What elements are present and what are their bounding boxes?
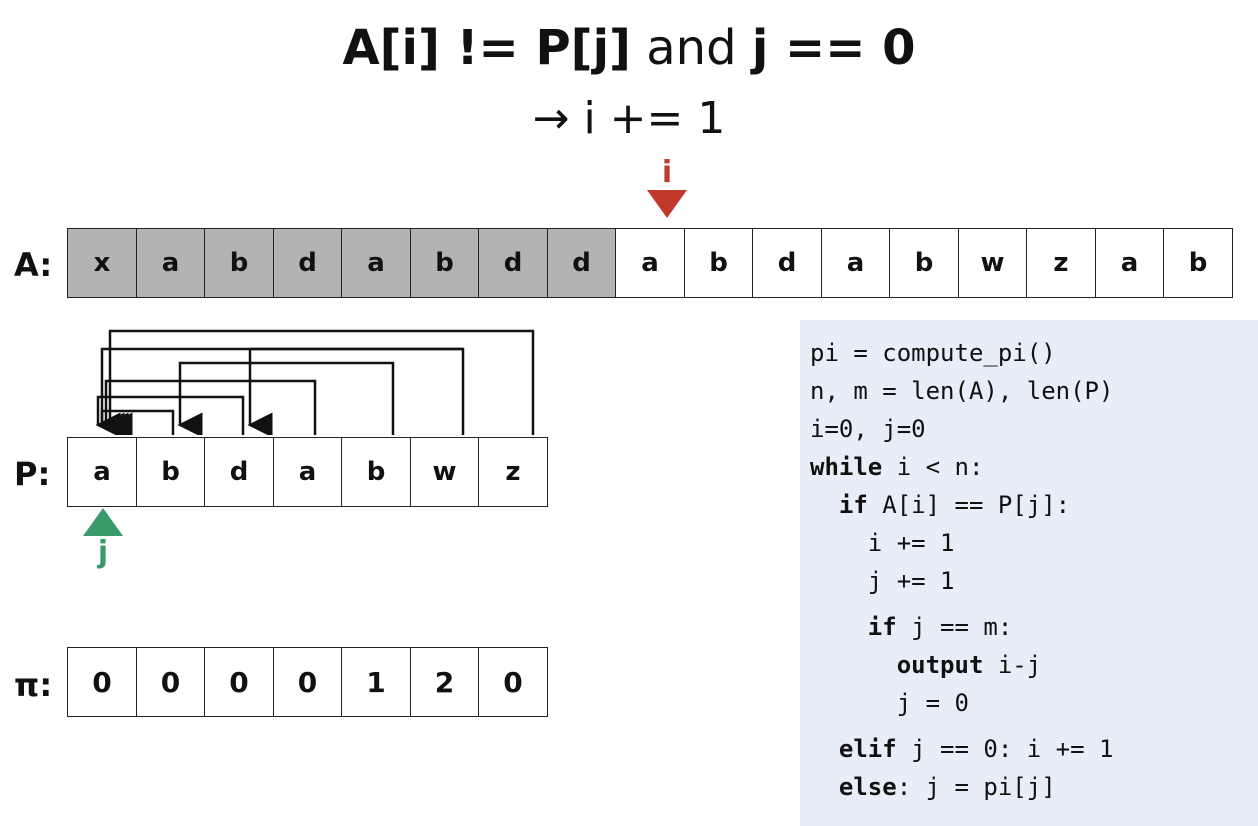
action-subtitle: → i += 1	[532, 93, 726, 144]
kmp-code-block: pi = compute_pi() n, m = len(A), len(P) i=…	[800, 320, 1258, 826]
a-array-cell: a	[1094, 228, 1165, 298]
code-line: n, m = len(A), len(P)	[810, 377, 1114, 405]
code-line: if j == m:	[867, 613, 1013, 641]
j-pointer-label: j	[97, 535, 109, 570]
a-row-label: A:	[14, 246, 53, 284]
a-array-cell: a	[615, 228, 685, 298]
a-array-cell: b	[204, 228, 274, 298]
a-array-cell: a	[341, 228, 411, 298]
p-array-cell: b	[135, 437, 206, 507]
code-line: elif j == 0: i += 1	[838, 735, 1114, 763]
pi-array-cell: 0	[204, 647, 274, 717]
a-array-cell: d	[752, 228, 822, 298]
i-pointer-arrow-icon	[647, 190, 687, 218]
a-array-cell: x	[67, 228, 137, 298]
a-array-cell: b	[409, 228, 480, 298]
pi-row-label: π:	[14, 666, 53, 704]
p-array-cell: b	[341, 437, 411, 507]
a-array-cell: b	[1163, 228, 1233, 298]
a-array-cell: d	[478, 228, 548, 298]
pi-array-cell: 0	[272, 647, 343, 717]
code-line: j = 0	[810, 689, 969, 717]
code-line: i += 1	[810, 529, 955, 557]
i-pointer-label: i	[661, 155, 673, 190]
condition-title: A[i] != P[j] and j == 0	[0, 18, 1258, 78]
pi-array-cell: 1	[341, 647, 411, 717]
pi-array-cell: 0	[478, 647, 548, 717]
code-line: else: j = pi[j]	[838, 773, 1056, 801]
a-array-cell: b	[889, 228, 959, 298]
condition-part1: A[i] != P[j]	[342, 20, 631, 76]
a-array-cell: z	[1026, 228, 1096, 298]
code-line: if A[i] == P[j]:	[838, 491, 1071, 519]
j-pointer: j	[78, 508, 128, 570]
link-z	[107, 329, 535, 435]
a-array-cell: a	[135, 228, 206, 298]
link-d	[95, 395, 245, 435]
link-b1	[100, 409, 175, 435]
code-line: i=0, j=0	[810, 415, 926, 443]
a-array-cell: b	[683, 228, 754, 298]
condition-and: and	[646, 20, 737, 76]
p-array-cell: a	[272, 437, 343, 507]
p-array-cell: z	[478, 437, 548, 507]
failure-links-diagram	[95, 329, 535, 435]
condition-part2: j == 0	[751, 20, 916, 76]
a-array-cell: a	[820, 228, 891, 298]
p-array-cell: d	[204, 437, 274, 507]
a-array-cell: w	[957, 228, 1028, 298]
code-line: j += 1	[810, 567, 955, 595]
pi-array-cell: 0	[67, 647, 137, 717]
a-array-cell: d	[272, 228, 343, 298]
code-line: pi = compute_pi()	[810, 339, 1056, 367]
p-array-cell: a	[67, 437, 137, 507]
p-array-cell: w	[409, 437, 480, 507]
p-row-label: P:	[14, 455, 51, 493]
pi-array-cell: 0	[135, 647, 206, 717]
j-pointer-arrow-icon	[83, 508, 123, 536]
link-b2	[177, 361, 395, 435]
code-line: while i < n:	[810, 453, 984, 481]
link-a2	[103, 379, 317, 435]
i-pointer: i	[637, 156, 697, 218]
code-line: output i-j	[896, 651, 1042, 679]
pi-array-cell: 2	[409, 647, 480, 717]
a-array-cell: d	[546, 228, 617, 298]
